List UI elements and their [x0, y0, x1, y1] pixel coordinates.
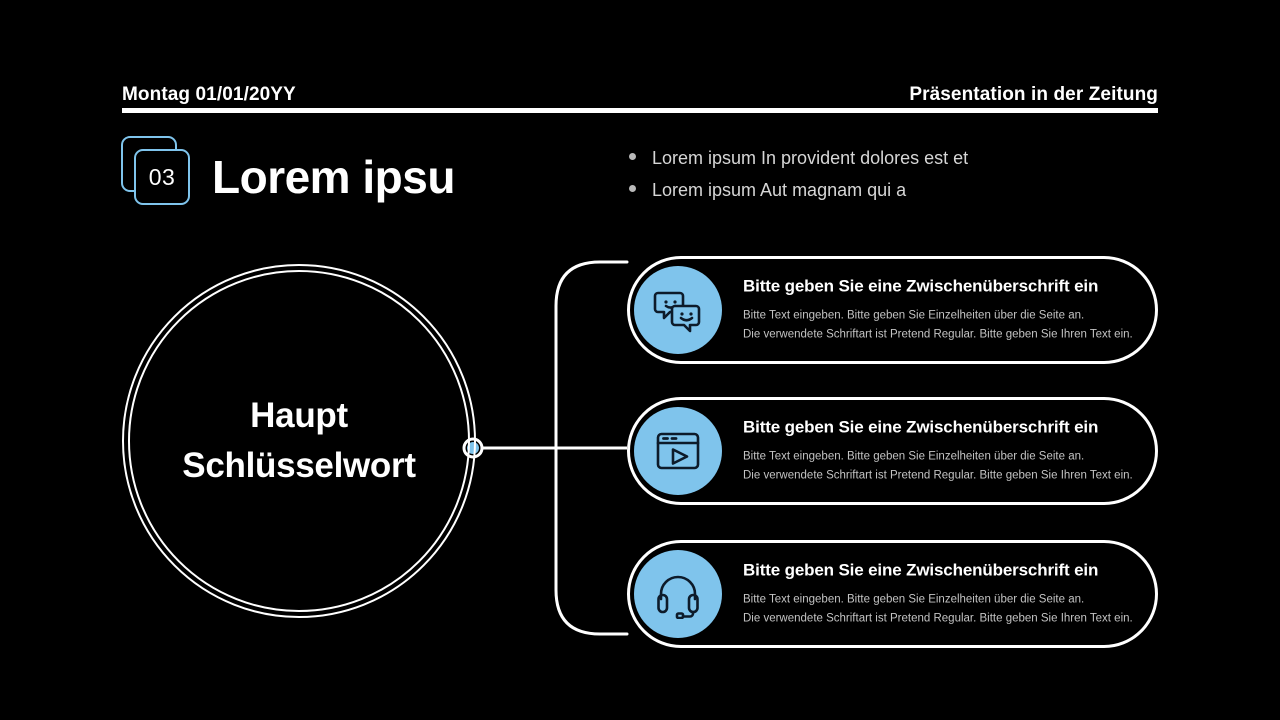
info-card-3[interactable]: Bitte geben Sie eine Zwischenüberschrift… — [627, 540, 1158, 648]
badge-front-square: 03 — [134, 149, 190, 205]
keyword-line-1: Haupt — [250, 396, 348, 436]
info-card-2[interactable]: Bitte geben Sie eine Zwischenüberschrift… — [627, 397, 1158, 505]
list-item: Lorem ipsum In provident dolores est et — [629, 146, 1149, 170]
info-card-3-line-1: Bitte Text eingeben. Bitte geben Sie Ein… — [743, 593, 1085, 606]
keyword-label: Haupt Schlüsselwort — [182, 391, 416, 490]
badge-number-label: 03 — [148, 163, 176, 190]
info-card-1-heading: Bitte geben Sie eine Zwischenüberschrift… — [743, 276, 1099, 296]
bullet-label: Lorem ipsum Aut magnam qui a — [652, 180, 907, 201]
keyword-circle-inner-ring: Haupt Schlüsselwort — [128, 270, 470, 612]
keyword-line-2: Schlüsselwort — [182, 446, 416, 485]
info-card-1[interactable]: Bitte geben Sie eine Zwischenüberschrift… — [627, 256, 1158, 364]
info-card-1-line-2: Die verwendete Schriftart ist Pretend Re… — [743, 328, 1133, 340]
header-divider — [122, 108, 1158, 113]
info-card-3-heading: Bitte geben Sie eine Zwischenüberschrift… — [743, 560, 1099, 580]
page-title: Lorem ipsu — [212, 151, 455, 203]
video-window-icon — [634, 407, 722, 495]
bullet-dot-icon — [629, 185, 636, 193]
connector-branch-top — [554, 260, 629, 450]
info-card-3-line-2: Die verwendete Schriftart ist Pretend Re… — [743, 612, 1133, 624]
chat-bubbles-icon — [634, 266, 722, 354]
info-card-2-line-2: Die verwendete Schriftart ist Pretend Re… — [743, 469, 1133, 481]
connector-branch-bottom — [554, 446, 629, 636]
bullet-label: Lorem ipsum In provident dolores est et — [652, 148, 969, 168]
section-number-badge: 03 — [121, 136, 193, 208]
keyword-circle-outer-ring — [122, 264, 476, 618]
info-card-1-body: Bitte geben Sie eine Zwischenüberschrift… — [743, 276, 1133, 343]
info-card-3-body: Bitte geben Sie eine Zwischenüberschrift… — [743, 560, 1133, 627]
header-title: Präsentation in der Zeitung — [909, 84, 1158, 105]
info-card-2-line-1: Bitte Text eingeben. Bitte geben Sie Ein… — [743, 450, 1085, 463]
bullet-dot-icon — [629, 153, 636, 160]
headset-icon — [634, 550, 722, 638]
info-card-2-body: Bitte geben Sie eine Zwischenüberschrift… — [743, 417, 1133, 484]
header-date: Montag 01/01/20YY — [122, 84, 296, 105]
list-item: Lorem ipsum Aut magnam qui a — [629, 178, 1149, 202]
bullet-list: Lorem ipsum In provident dolores est et … — [629, 146, 1149, 211]
info-card-1-line-1: Bitte Text eingeben. Bitte geben Sie Ein… — [743, 309, 1085, 322]
info-card-2-heading: Bitte geben Sie eine Zwischenüberschrift… — [743, 417, 1099, 437]
